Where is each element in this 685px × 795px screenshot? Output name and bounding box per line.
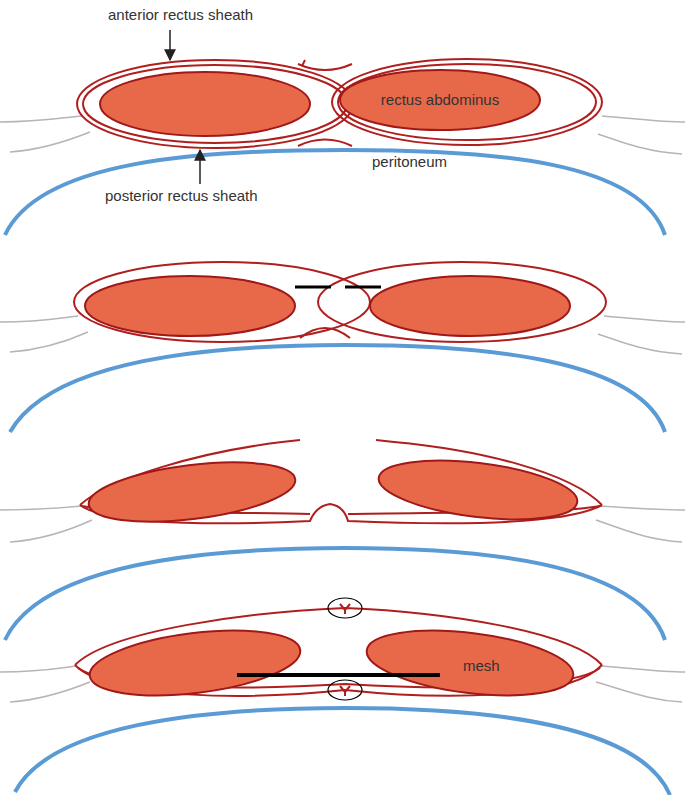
suture-knot	[340, 686, 350, 696]
fascia-line	[10, 332, 88, 352]
incision-line	[295, 286, 381, 289]
peritoneum-line	[5, 548, 665, 640]
rectus-muscle	[370, 276, 570, 336]
suture-circle	[328, 680, 362, 700]
peritoneum-line	[15, 708, 670, 795]
rectus-muscle	[375, 451, 580, 529]
linea-alba	[302, 60, 305, 66]
leader-arrow	[199, 150, 201, 184]
fascia-line	[598, 334, 682, 354]
fascia-line	[598, 134, 682, 154]
rectus-muscle	[340, 70, 540, 130]
muscle-ellipse: rectus abdominus	[338, 68, 542, 132]
fascia-line	[596, 520, 682, 542]
peritoneum-line	[10, 345, 665, 432]
fascia-line	[0, 666, 76, 672]
fascia-line	[0, 116, 82, 122]
suture-knot	[340, 604, 350, 614]
fascia-line	[602, 666, 685, 672]
rectus-sheath	[74, 262, 370, 342]
linea-alba	[300, 328, 350, 338]
mesh-line	[237, 673, 440, 677]
linea-alba	[298, 140, 352, 147]
rectus-sheath	[77, 60, 353, 148]
suture-circle	[328, 598, 362, 618]
fascia-line	[10, 682, 90, 702]
rectus-muscle	[85, 453, 298, 532]
panel-released	[0, 440, 685, 640]
rectus-sheath	[332, 59, 602, 145]
rectus-sheath	[318, 262, 606, 342]
fascia-line	[10, 132, 90, 152]
fascia-line	[602, 116, 685, 122]
rectus-muscle	[85, 276, 295, 336]
rectus-sheath	[83, 65, 347, 143]
linea-alba	[298, 64, 352, 70]
posterior-sheath-label: posterior rectus sheath	[105, 187, 258, 205]
panel-incision	[0, 262, 685, 432]
rectus-sheath	[338, 64, 596, 140]
anterior-sheath-label: anterior rectus sheath	[108, 6, 253, 24]
rectus-muscle	[100, 72, 310, 136]
panel-repair	[0, 598, 685, 795]
mesh-label: mesh	[463, 657, 500, 675]
leader-arrow	[169, 30, 171, 60]
fascia-line	[600, 506, 685, 510]
panel-intact	[0, 30, 685, 235]
fascia-line	[604, 316, 685, 322]
rectus-muscle	[363, 621, 577, 706]
rectus-muscle	[86, 620, 304, 705]
fascia-line	[0, 316, 78, 322]
fascia-line	[596, 682, 682, 702]
peritoneum-line	[5, 150, 665, 235]
fascia-line	[0, 506, 82, 510]
peritoneum-label: peritoneum	[372, 153, 447, 171]
muscle-name: rectus abdominus	[381, 91, 499, 109]
fascia-line	[10, 520, 92, 542]
